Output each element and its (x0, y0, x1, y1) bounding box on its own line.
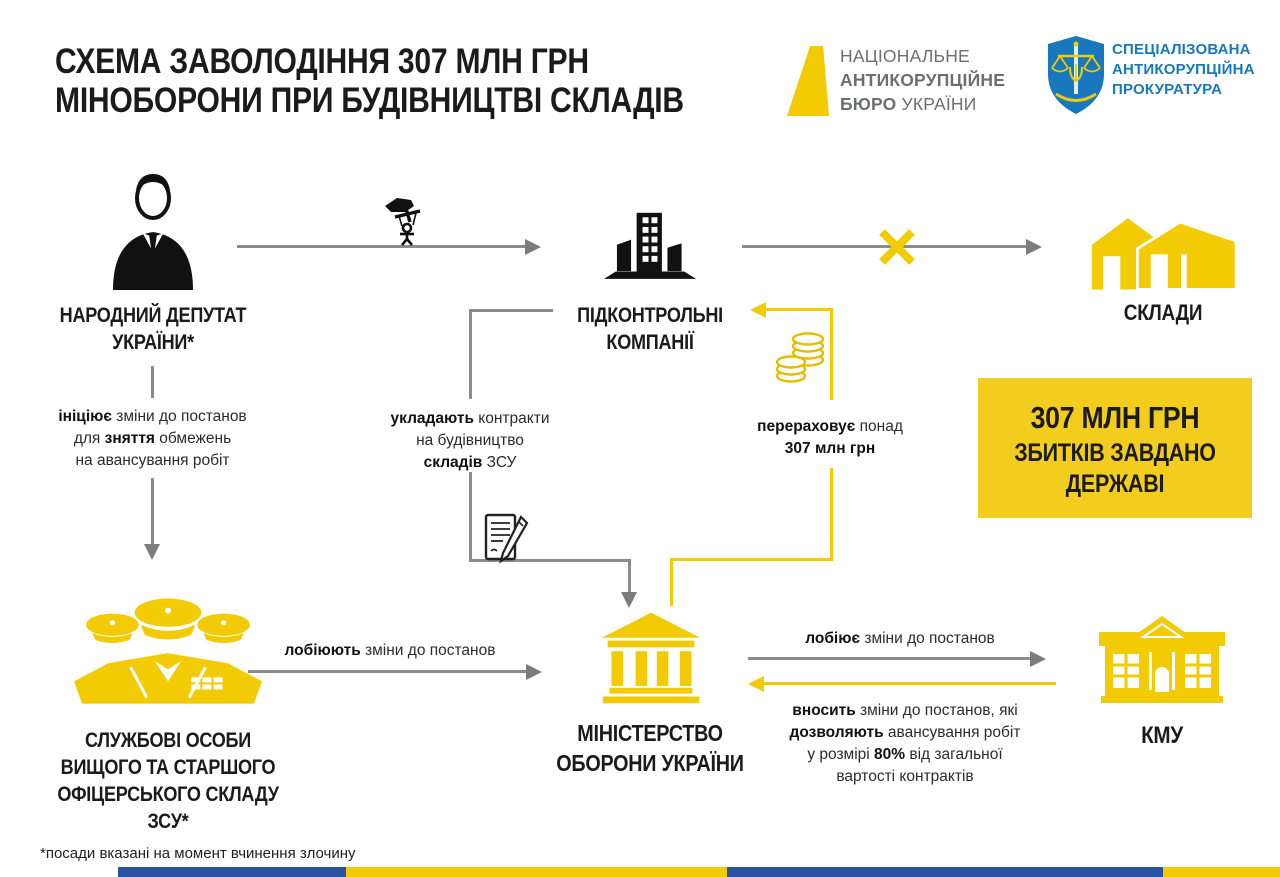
city-buildings-icon (603, 212, 697, 279)
flag-stripe-blue-1 (118, 867, 346, 877)
connector-money-v1 (830, 308, 833, 400)
connector-contract-v3 (628, 559, 631, 592)
damage-line3: ДЕРЖАВІ (1065, 470, 1165, 498)
title-line1: СХЕМА ЗАВОЛОДІННЯ 307 МЛН ГРН (55, 42, 589, 81)
connector-contract-v1 (469, 309, 472, 399)
nabu-wedge-icon (787, 46, 829, 116)
connector-money-h2 (670, 558, 833, 561)
transfers-text: перераховує понад 307 млн грн (757, 418, 903, 457)
connector-deputy-down2 (151, 478, 154, 544)
connector-money-top (764, 308, 833, 311)
page-title: СХЕМА ЗАВОЛОДІННЯ 307 МЛН ГРН МІНОБОРОНИ… (55, 42, 709, 120)
amends-text: вносить зміни до постанов, які дозволяют… (789, 702, 1021, 785)
flag-stripe-blue-2 (727, 867, 1163, 877)
officers-label: СЛУЖБОВІ ОСОБИ ВИЩОГО ТА СТАРШОГО ОФІЦЕР… (57, 729, 279, 833)
blocked-x-icon (879, 229, 915, 265)
footnote: *посади вказані на момент вчинення злочи… (40, 845, 356, 862)
nabu-logo: НАЦІОНАЛЬНЕ АНТИКОРУПЦІЙНЕ БЮРО УКРАЇНИ (785, 42, 1005, 122)
damage-box: 307 МЛН ГРН ЗБИТКІВ ЗАВДАНО ДЕРЖАВІ (978, 378, 1252, 518)
sap-shield-icon (1048, 36, 1104, 114)
coin-stacks-icon (775, 332, 825, 383)
connector-contract-v2 (469, 472, 472, 562)
ministry-label: МІНІСТЕРСТВО ОБОРОНИ УКРАЇНИ (556, 720, 744, 776)
nabu-line1: НАЦІОНАЛЬНЕ (840, 46, 970, 66)
connector-contract-h2 (469, 559, 631, 562)
nabu-line3: БЮРО УКРАЇНИ (840, 94, 977, 114)
arrowhead-down (144, 544, 160, 560)
initiates-text: ініціює зміни до постанов для зняття обм… (58, 408, 247, 469)
sap-line1: СПЕЦІАЛІЗОВАНА (1112, 41, 1251, 58)
flag-stripe-yellow-2 (1163, 867, 1280, 877)
nabu-line2: АНТИКОРУПЦІЙНЕ (840, 70, 1006, 90)
sap-logo: СПЕЦІАЛІЗОВАНА АНТИКОРУПЦІЙНА ПРОКУРАТУР… (1046, 34, 1266, 120)
contract-pen-icon (484, 513, 529, 564)
deputy-label: НАРОДНИЙ ДЕПУТАТ УКРАЇНИ* (59, 304, 247, 354)
damage-line2: ЗБИТКІВ ЗАВДАНО (1014, 439, 1216, 467)
arrowhead-right (1026, 239, 1042, 255)
government-house-icon (1099, 616, 1225, 703)
lobby-single-text: лобіює зміни до постанов (805, 630, 995, 647)
connector-contract-top (469, 309, 553, 312)
connector-deputy-down (151, 366, 154, 398)
arrowhead-right (525, 239, 541, 255)
warehouse-icon (1091, 218, 1238, 291)
arrowhead-right (1030, 651, 1046, 667)
lobby-plural-text: лобіюють зміни до постанов (284, 642, 496, 659)
connector-ministry-kmu (748, 657, 1030, 660)
military-officers-icon (74, 598, 262, 704)
puppeteer-hand-icon (385, 198, 421, 246)
arrowhead-left-yellow (750, 302, 766, 318)
contracts-text: укладають контракти на будівництво склад… (390, 410, 550, 471)
title-line2: МІНОБОРОНИ ПРИ БУДІВНИЦТВІ СКЛАДІВ (55, 81, 684, 120)
government-columns-icon (601, 612, 701, 704)
sap-line3: ПРОКУРАТУРА (1112, 81, 1223, 98)
connector-deputy-companies (237, 245, 525, 248)
arrowhead-left-yellow (748, 676, 764, 692)
damage-line1: 307 МЛН ГРН (1030, 400, 1200, 435)
flag-stripe-yellow-1 (346, 867, 727, 877)
businessman-icon (113, 174, 193, 290)
connector-kmu-ministry (762, 682, 1056, 685)
companies-label: ПІДКОНТРОЛЬНІ КОМПАНІЇ (577, 304, 723, 354)
kmu-label: КМУ (1141, 722, 1183, 749)
sap-line2: АНТИКОРУПЦІЙНА (1112, 61, 1255, 78)
connector-money-v2 (830, 468, 833, 561)
arrowhead-right (526, 664, 542, 680)
warehouses-label: СКЛАДИ (1123, 300, 1203, 325)
connector-officers-ministry (248, 670, 526, 673)
connector-companies-warehouses (742, 245, 1026, 248)
arrowhead-down (621, 592, 637, 608)
connector-money-v3 (670, 558, 673, 606)
